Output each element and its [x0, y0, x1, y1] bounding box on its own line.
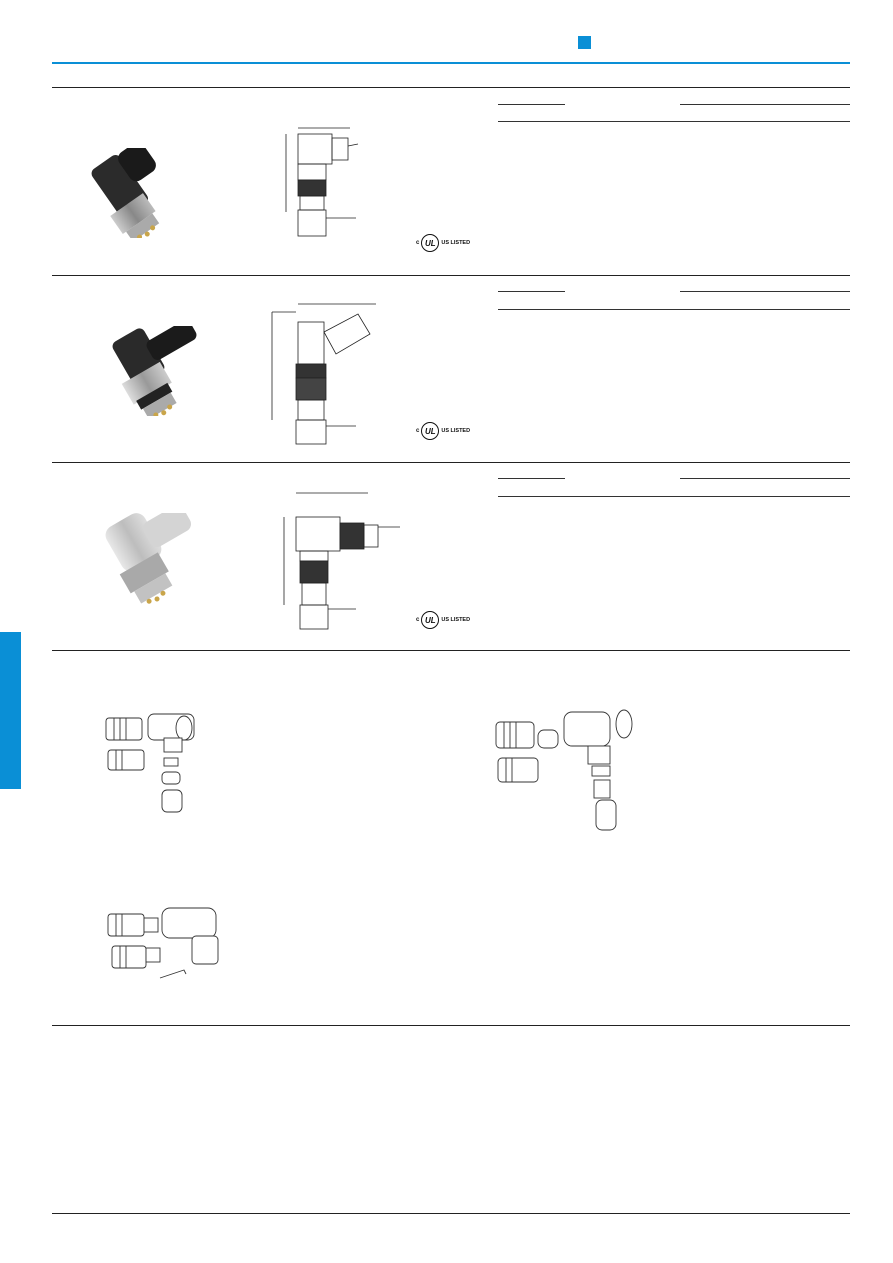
spec-rule — [680, 104, 850, 105]
angled-connector-black-45-photo — [112, 326, 197, 416]
product-row-1: c UL US LISTED — [52, 88, 850, 276]
ul-c-mark: c — [416, 240, 420, 246]
ul-listed-badge: c UL US LISTED — [416, 422, 470, 440]
angled-connector-metal-drawing — [283, 492, 400, 630]
angled-connector-black-photo — [91, 148, 160, 238]
ul-us-listed-text: US LISTED — [441, 240, 471, 246]
ul-logo-icon: UL — [421, 422, 440, 440]
section-marker-square — [578, 36, 591, 49]
exploded-assembly-long-icon — [495, 709, 633, 831]
ul-logo-icon: UL — [421, 234, 440, 252]
angled-connector-metal-photo — [105, 513, 191, 604]
spec-rule — [498, 309, 850, 310]
section-divider — [52, 275, 850, 276]
ul-us-listed-text: US LISTED — [441, 428, 471, 434]
exploded-assembly-tool-icon — [107, 907, 219, 979]
footer-rule — [52, 1213, 850, 1214]
spec-rule — [680, 291, 850, 292]
angled-connector-drawing — [285, 127, 359, 237]
ul-c-mark: c — [416, 617, 420, 623]
product-row-3: c UL US LISTED — [52, 463, 850, 650]
section-divider — [52, 650, 850, 651]
section-divider — [52, 87, 850, 88]
side-chapter-tab — [0, 632, 21, 789]
product-row-2: c UL US LISTED — [52, 276, 850, 462]
spec-rule — [498, 104, 565, 105]
section-divider — [52, 462, 850, 463]
ul-listed-badge: c UL US LISTED — [416, 234, 470, 252]
ul-logo-icon: UL — [421, 611, 440, 629]
ul-listed-badge: c UL US LISTED — [416, 611, 470, 629]
spec-rule — [498, 121, 850, 122]
spec-rule — [498, 291, 565, 292]
spec-rule — [498, 478, 565, 479]
ul-c-mark: c — [416, 428, 420, 434]
angled-connector-45-drawing — [271, 303, 376, 445]
spec-rule — [680, 478, 850, 479]
exploded-assembly-icon — [105, 713, 195, 813]
ul-us-listed-text: US LISTED — [441, 617, 471, 623]
section-divider — [52, 1025, 850, 1026]
spec-rule — [498, 496, 850, 497]
header-rule — [52, 62, 850, 64]
